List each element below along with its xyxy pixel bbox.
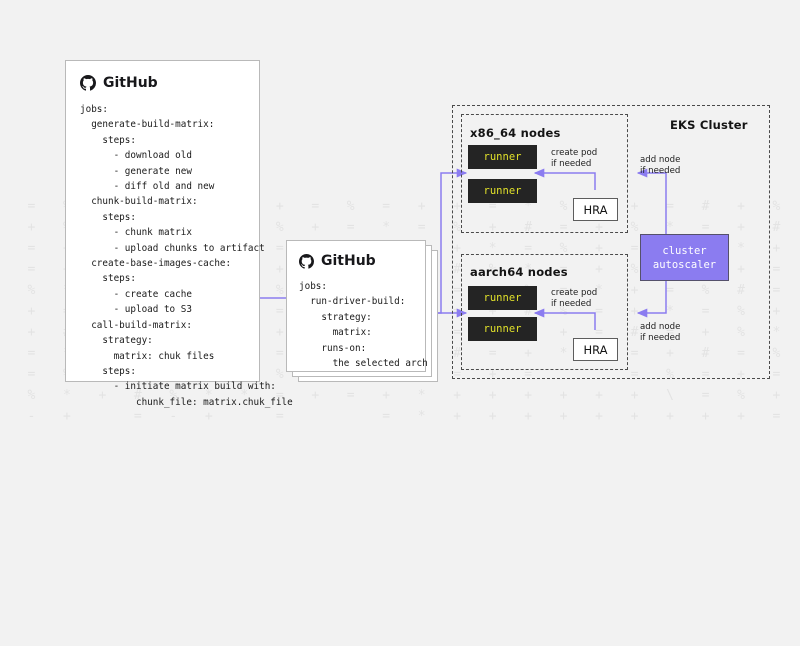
eks-cluster-boundary	[452, 105, 770, 379]
runner-x86-1: runner	[468, 145, 537, 169]
node-group-x86_64-boundary	[461, 114, 628, 233]
github-card-title: GitHub	[103, 75, 158, 91]
github-logo-icon	[80, 75, 96, 91]
left-workflow-card: GitHub jobs: generate-build-matrix: step…	[65, 60, 293, 408]
driver-card-header: GitHub	[299, 253, 425, 269]
runner-x86-2: runner	[468, 179, 537, 203]
runner-aarch64-2: runner	[468, 317, 537, 341]
github-logo-icon	[299, 253, 314, 269]
node-group-x86_64-label: x86_64 nodes	[470, 126, 561, 140]
driver-card-title: GitHub	[321, 253, 376, 269]
x86-create-pod-note: create pod if needed	[551, 148, 598, 169]
runner-aarch64-1: runner	[468, 286, 537, 310]
diagram-canvas: + = % = + # = * + = % = + + = * % = + = …	[27, 60, 780, 424]
driver-workflow-code: jobs: run-driver-build: strategy: matrix…	[299, 281, 428, 370]
node-group-aarch64-boundary	[461, 254, 628, 370]
aarch64-create-pod-note: create pod if needed	[551, 288, 598, 309]
aarch64-add-node-note: add node if needed	[640, 322, 681, 343]
cluster-autoscaler-box: cluster autoscaler	[640, 234, 729, 281]
x86-add-node-note: add node if needed	[640, 155, 681, 176]
node-group-aarch64-label: aarch64 nodes	[470, 265, 568, 279]
hra-aarch64-box: HRA	[573, 338, 618, 361]
eks-cluster-label: EKS Cluster	[670, 118, 748, 132]
github-card-header: GitHub	[80, 75, 259, 91]
hra-x86-box: HRA	[573, 198, 618, 221]
driver-workflow-card: GitHub jobs: run-driver-build: strategy:…	[286, 240, 428, 372]
left-workflow-code: jobs: generate-build-matrix: steps: - do…	[80, 104, 293, 408]
